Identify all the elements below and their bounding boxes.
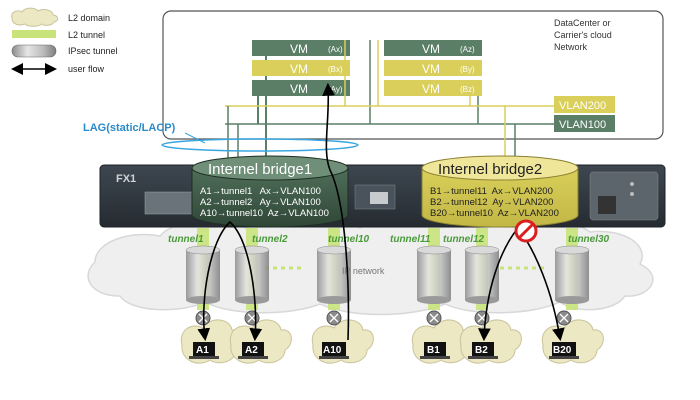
legend-label-ipsec-tunnel: IPsec tunnel <box>68 46 118 56</box>
tunnel-label-1: tunnel1 <box>168 234 204 245</box>
lag-label: LAG(static/LACP) <box>83 122 176 134</box>
router-icon <box>326 310 342 326</box>
tunnel-label-10: tunnel10 <box>328 234 370 245</box>
ipsec-cylinder-10 <box>316 245 352 304</box>
ip-network-label: IP network <box>342 266 385 276</box>
vm-ax <box>252 40 350 56</box>
client-sites: A1 A2 A10 B1 B2 B20 <box>180 310 604 364</box>
ipsec-tunnel-cylinder-icon <box>11 44 57 58</box>
datacenter-label-line1: DataCenter or <box>554 18 611 28</box>
vlan-200: VLAN200 <box>225 96 615 113</box>
client-b2-label: B2 <box>475 345 488 356</box>
bridge1-row-2: A2→tunnel2 Ay→VLAN100 <box>200 197 321 208</box>
bridge2-row-1: B1→tunnel11 Ax→VLAN200 <box>430 186 553 197</box>
client-a10: A10 <box>319 342 349 359</box>
bridge2-title: Internel bridge2 <box>438 161 542 178</box>
client-a2-label: A2 <box>245 345 258 356</box>
legend-item-l2-tunnel: L2 tunnel <box>12 30 105 40</box>
vlan100-label: VLAN100 <box>559 119 606 131</box>
flow-a1-a2 <box>197 220 263 342</box>
l2-tunnel-bar-icon <box>12 30 56 38</box>
blocked-icon <box>514 219 538 243</box>
legend-label-l2-domain: L2 domain <box>68 13 110 23</box>
vm-by-tag: (By) <box>460 65 475 74</box>
vm-az-tag: (Az) <box>460 45 475 54</box>
client-a2: A2 <box>238 342 268 359</box>
vm-by <box>384 60 482 76</box>
client-b20: B20 <box>549 342 579 359</box>
vm-bz-label: VM <box>422 82 440 96</box>
flow-a10-vm <box>322 82 350 341</box>
vm-ax-tag: (Ax) <box>328 45 343 54</box>
vm-bus-lines <box>257 40 479 124</box>
client-a1: A1 <box>189 342 219 359</box>
legend-item-user-flow: user flow <box>11 63 105 75</box>
fx1-device: FX1 <box>99 164 666 228</box>
vlan-100: VLAN100 <box>225 115 615 132</box>
bridge1-row-1: A1→tunnel1 Ax→VLAN100 <box>200 186 321 197</box>
ipsec-cylinder-1 <box>185 245 221 304</box>
client-b2: B2 <box>468 342 498 359</box>
vm-bx-tag: (Bx) <box>328 65 343 74</box>
client-b20-label: B20 <box>553 345 572 356</box>
ipsec-cylinder-12 <box>464 245 500 304</box>
client-b1: B1 <box>420 342 450 359</box>
legend: L2 domain L2 tunnel IPsec tunnel user fl… <box>11 7 118 75</box>
vlan200-label: VLAN200 <box>559 100 606 112</box>
vm-group-right: VM (Az) VM (By) VM (Bz) <box>384 40 482 96</box>
ipsec-cylinder-30 <box>554 245 590 304</box>
bridge1-title: Internel bridge1 <box>208 161 312 178</box>
client-a1-label: A1 <box>196 345 209 356</box>
legend-label-user-flow: user flow <box>68 64 105 74</box>
bridge2-row-3: B20→tunnel10 Az→VLAN200 <box>430 208 559 219</box>
vm-ay-label: VM <box>290 82 308 96</box>
vm-bz-tag: (Bz) <box>460 85 475 94</box>
vm-ay-tag: (Ay) <box>328 85 343 94</box>
vm-bx <box>252 60 350 76</box>
vm-bz <box>384 80 482 96</box>
legend-item-ipsec-tunnel: IPsec tunnel <box>11 44 118 58</box>
router-icon <box>556 310 572 326</box>
internal-bridge-1: Internel bridge1 A1→tunnel1 Ax→VLAN100 A… <box>191 155 349 228</box>
tunnel-label-12: tunnel12 <box>443 234 485 245</box>
cloud-icon <box>11 7 59 27</box>
internal-bridge-2: Internel bridge2 B1→tunnel11 Ax→VLAN200 … <box>421 155 579 228</box>
vm-ax-label: VM <box>290 42 308 56</box>
device-label: FX1 <box>116 173 136 185</box>
lag-ellipse <box>161 138 359 152</box>
bridge2-row-2: B2→tunnel12 Ay→VLAN200 <box>430 197 553 208</box>
bridge1-row-3: A10→tunnel10 Az→VLAN100 <box>200 208 329 219</box>
tunnel-label-2: tunnel2 <box>252 234 288 245</box>
vm-bx-label: VM <box>290 62 308 76</box>
client-a10-label: A10 <box>323 345 342 356</box>
vlan100-box <box>554 115 615 132</box>
router-icon <box>244 310 260 326</box>
vm-az <box>384 40 482 56</box>
datacenter-label-line3: Network <box>554 42 588 52</box>
vm-by-label: VM <box>422 62 440 76</box>
legend-label-l2-tunnel: L2 tunnel <box>68 30 105 40</box>
client-b1-label: B1 <box>427 345 440 356</box>
ipsec-cylinder-11 <box>416 245 452 304</box>
router-icon <box>426 310 442 326</box>
tunnel-label-11: tunnel11 <box>390 234 431 245</box>
vm-az-label: VM <box>422 42 440 56</box>
datacenter-label-line2: Carrier's cloud <box>554 30 612 40</box>
vlan200-box <box>554 96 615 113</box>
legend-item-l2-domain: L2 domain <box>11 7 110 27</box>
tunnel-label-30: tunnel30 <box>568 234 610 245</box>
